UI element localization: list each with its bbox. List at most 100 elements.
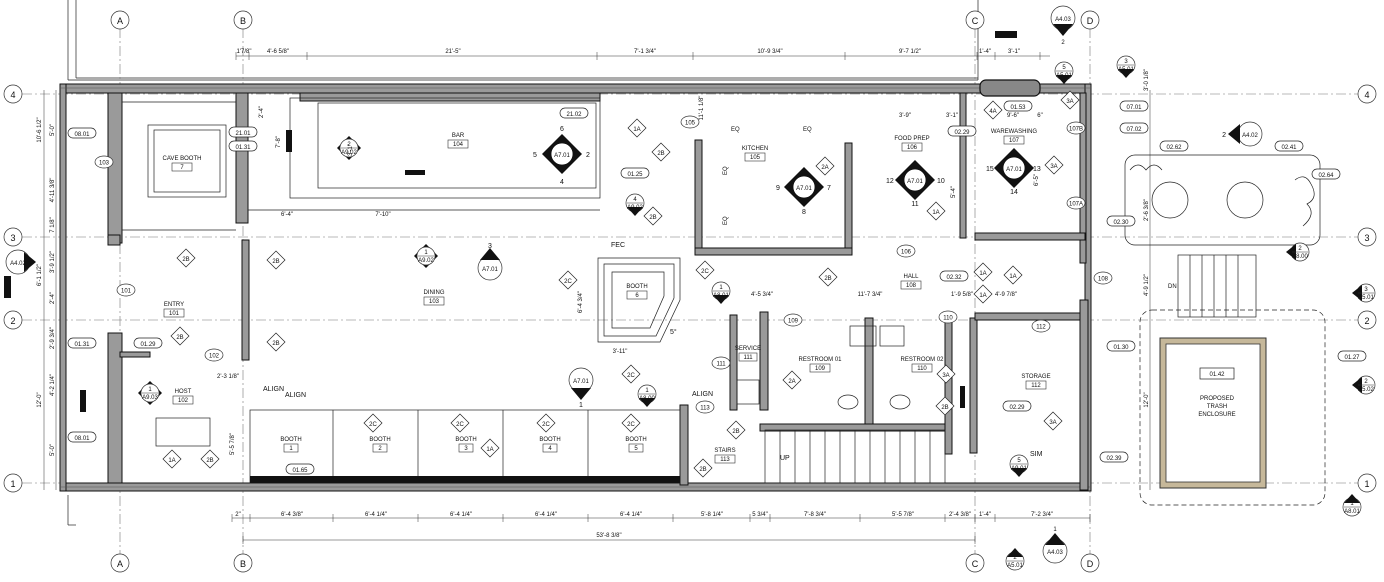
- svg-text:9: 9: [776, 185, 780, 192]
- svg-text:BOOTH: BOOTH: [280, 437, 301, 443]
- svg-text:112: 112: [1031, 383, 1041, 389]
- blocking-marks: [80, 79, 1041, 412]
- svg-text:DINING: DINING: [424, 290, 445, 296]
- wall-type-tag: 3A: [1044, 155, 1064, 175]
- wall-type-tag: 2C: [536, 413, 556, 433]
- wall-type-tag: 2A: [782, 370, 802, 390]
- wall-type-label: 3A: [1049, 420, 1056, 426]
- room-dining: DINING 103: [424, 290, 445, 306]
- room-booth-5: BOOTH 5: [625, 437, 647, 453]
- detail-marker: 4A9.02: [625, 193, 645, 216]
- svg-text:A7.01: A7.01: [796, 186, 812, 192]
- svg-text:2'-3 1/8": 2'-3 1/8": [217, 374, 239, 380]
- wall-type-tag: 2B: [643, 206, 663, 226]
- svg-text:WAREWASHING: WAREWASHING: [991, 129, 1038, 135]
- svg-text:5'-0": 5'-0": [50, 444, 56, 456]
- elevation-marker-dining: 3 A7.01: [477, 243, 503, 281]
- door-tag-label: 105: [685, 121, 696, 127]
- detail-marker: 5A5.01: [1054, 61, 1074, 84]
- svg-text:A7.01: A7.01: [1006, 167, 1022, 173]
- wall-type-tag: 2B: [200, 449, 220, 469]
- svg-text:FOOD PREP: FOOD PREP: [894, 136, 929, 142]
- svg-text:7'-2 3/4": 7'-2 3/4": [1031, 512, 1053, 518]
- svg-text:9'-6": 9'-6": [1007, 113, 1019, 119]
- svg-text:4: 4: [560, 179, 564, 186]
- svg-text:C: C: [972, 559, 979, 569]
- svg-text:113: 113: [720, 457, 730, 463]
- room-entry: ENTRY 101: [163, 302, 185, 318]
- svg-text:B: B: [240, 559, 246, 569]
- wall-type-label: 3A: [1050, 164, 1057, 170]
- wall-type-tag: 1A: [973, 262, 993, 282]
- room-kitchen: KITCHEN 105: [742, 146, 768, 162]
- grid-bubble-b-top: B: [233, 10, 253, 30]
- svg-text:3: 3: [10, 233, 15, 243]
- svg-text:ALIGN: ALIGN: [285, 392, 306, 399]
- svg-text:BOOTH: BOOTH: [369, 437, 390, 443]
- wall-type-label: 2C: [627, 373, 635, 379]
- room-booth-6: BOOTH 6: [626, 284, 648, 300]
- svg-text:01.30: 01.30: [1113, 345, 1129, 351]
- svg-text:07.01: 07.01: [1126, 105, 1142, 111]
- elevation-marker-booths: A7.01 1: [568, 367, 594, 409]
- elevation-marker-warewashing: A7.01 13 14 15: [986, 148, 1041, 196]
- detail-sheet: A8.00: [639, 396, 655, 402]
- svg-text:7 1/8": 7 1/8": [50, 217, 56, 232]
- svg-text:4: 4: [10, 90, 15, 100]
- svg-text:3: 3: [464, 446, 468, 452]
- svg-text:A7.01: A7.01: [573, 379, 589, 385]
- wall-type-label: 2B: [206, 458, 213, 464]
- door-tag-label: 108: [1098, 277, 1109, 283]
- svg-text:A7.01: A7.01: [554, 153, 570, 159]
- door-tag: 112: [1031, 319, 1051, 333]
- room-bar: BAR 104: [447, 133, 469, 149]
- svg-text:STAIRS: STAIRS: [714, 448, 735, 454]
- svg-text:01.65: 01.65: [292, 468, 308, 474]
- grid-lines: [22, 28, 1358, 555]
- door-tag-label: 106: [901, 250, 912, 256]
- room-food-prep: FOOD PREP 106: [894, 136, 930, 152]
- detail-sheet: A9.02: [341, 150, 357, 156]
- grid-bubble-a-top: A: [110, 10, 130, 30]
- svg-text:103: 103: [429, 299, 440, 305]
- detail-number: 1: [424, 250, 428, 256]
- svg-text:1: 1: [579, 402, 583, 409]
- detail-sheet: A5.01: [1007, 563, 1023, 569]
- svg-text:2'-4": 2'-4": [50, 292, 56, 304]
- grid-bubble-2-left: 2: [3, 310, 23, 330]
- door-tag: 107B: [1066, 121, 1086, 135]
- wall-type-tag: 2B: [651, 142, 671, 162]
- svg-text:101: 101: [169, 311, 180, 317]
- svg-text:108: 108: [906, 283, 917, 289]
- grid-bubble-1-right: 1: [1357, 473, 1377, 493]
- svg-text:13: 13: [1033, 166, 1041, 173]
- room-storage: STORAGE 112: [1021, 374, 1051, 390]
- detail-sheet: A9.02: [627, 205, 643, 211]
- svg-text:6: 6: [560, 126, 564, 133]
- svg-text:A4.03: A4.03: [1055, 17, 1071, 23]
- detail-number: 2: [347, 142, 351, 148]
- svg-text:9'-7 1/2": 9'-7 1/2": [899, 49, 921, 55]
- detail-sheet: A5.01: [1118, 67, 1134, 73]
- wall-type-label: 3A: [942, 373, 949, 379]
- svg-text:EQ: EQ: [803, 127, 812, 133]
- svg-text:EQ: EQ: [731, 127, 740, 133]
- svg-text:2'-4": 2'-4": [259, 106, 265, 118]
- svg-text:A4.02: A4.02: [10, 261, 26, 267]
- detail-sheet: A9.01: [1011, 466, 1027, 472]
- section-marker-a403-top: A4.03 2: [995, 5, 1076, 46]
- grid-bubble-c-top: C: [965, 10, 985, 30]
- door-tag: 102: [204, 348, 224, 362]
- svg-text:DN: DN: [1168, 284, 1177, 290]
- svg-text:109: 109: [815, 366, 826, 372]
- detail-number: 2: [1298, 246, 1302, 252]
- svg-text:5'-8 1/4": 5'-8 1/4": [701, 512, 723, 518]
- detail-sheet: A8.01: [713, 293, 729, 299]
- existing-building-outline: [67, 0, 979, 526]
- svg-text:BOOTH: BOOTH: [539, 437, 560, 443]
- svg-text:1'-9 5/8": 1'-9 5/8": [951, 292, 973, 298]
- svg-text:11'-1 1/8": 11'-1 1/8": [699, 96, 705, 121]
- svg-text:11'-7 3/4": 11'-7 3/4": [858, 292, 883, 298]
